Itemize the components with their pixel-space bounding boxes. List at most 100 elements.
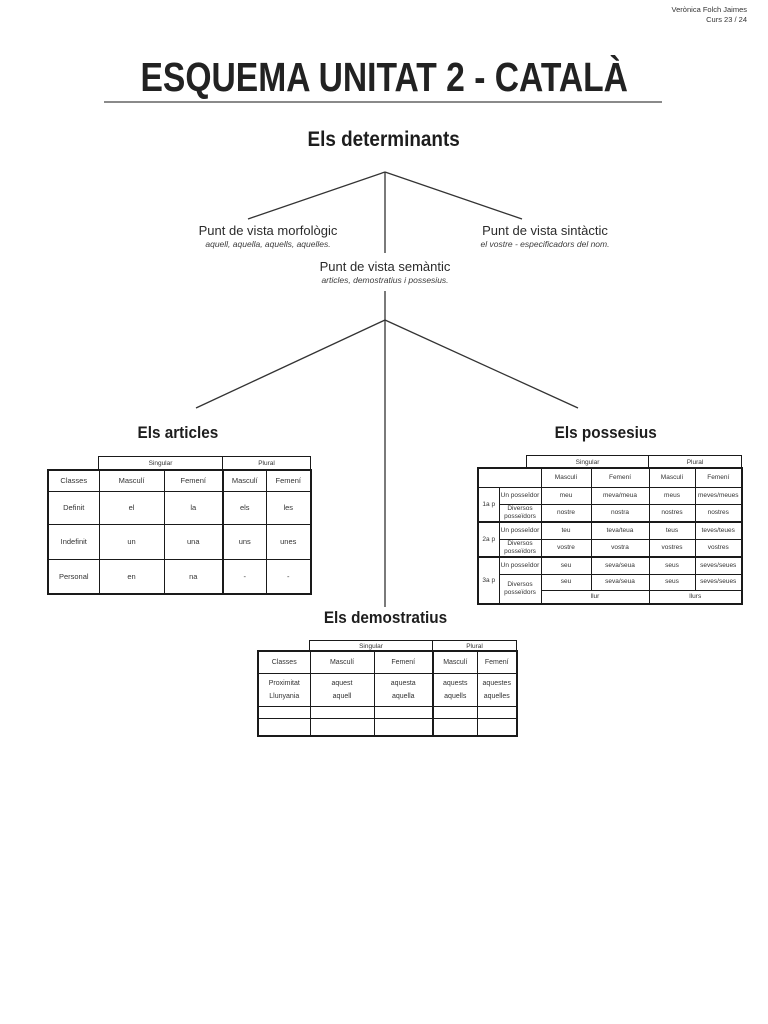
table-cell: - — [222, 558, 267, 595]
table-row: llur llurs — [478, 589, 743, 605]
page-title: ESQUEMA UNITAT 2 - CATALÀ — [0, 54, 768, 101]
empty-cell — [476, 705, 518, 719]
articles-table: Classes Masculí Femení Masculí Femení De… — [47, 469, 312, 595]
table-cell: vostra — [590, 538, 650, 558]
table-cell: seus — [648, 573, 696, 591]
column-header-masculi-plural: Masculí — [222, 469, 267, 492]
cell-line: aquell — [332, 692, 352, 700]
person-label: 2a p — [477, 521, 500, 558]
table-row: Proximitat Llunyania aquest aquell aques… — [257, 672, 518, 707]
title-underline — [104, 101, 662, 103]
empty-cell — [432, 717, 478, 737]
table-cell: meves/meues — [694, 486, 743, 505]
branch-sintactic-title: Punt de vista sintàctic — [482, 223, 608, 238]
column-header-femeni-plural: Femení — [265, 469, 312, 492]
branch-semantic-title: Punt de vista semàntic — [319, 259, 451, 274]
possessor-type-label: Un posseïdor — [498, 521, 542, 540]
cell-line: aquesta — [390, 679, 416, 687]
table-cell: unes — [265, 523, 312, 560]
column-header-masculi-plural: Masculí — [432, 650, 478, 674]
cell-line: aquests — [442, 679, 468, 687]
demostratius-title: Els demostratius — [285, 608, 485, 628]
row-label: Personal — [47, 558, 100, 595]
empty-cell — [257, 705, 311, 719]
table-cell: vostre — [540, 538, 592, 558]
table-cell: un — [98, 523, 165, 560]
empty-corner-cell — [477, 467, 542, 488]
table-cell-llurs: llurs — [648, 589, 743, 605]
table-row: Singular Plural — [309, 640, 517, 652]
branch-morfologic-subtitle: aquell, aquella, aquells, aquelles. — [205, 239, 331, 249]
table-cell: vostres — [694, 538, 743, 558]
table-cell: seu — [540, 556, 592, 575]
empty-cell — [373, 705, 434, 719]
empty-cell — [476, 717, 518, 737]
table-cell: vostres — [648, 538, 696, 558]
table-cell: seva/seua — [590, 573, 650, 591]
table-cell: en — [98, 558, 165, 595]
table-row: Diversos posseïdors vostre vostra vostre… — [478, 538, 743, 558]
page-title-text: ESQUEMA UNITAT 2 - CATALÀ — [140, 54, 628, 100]
table-row — [257, 705, 518, 719]
empty-cell — [309, 717, 375, 737]
table-cell: nostra — [590, 503, 650, 523]
possesius-title-text: Els possesius — [554, 423, 658, 442]
table-cell: teves/teues — [694, 521, 743, 540]
table-cell: aquest aquell — [309, 672, 375, 707]
table-row: Diversos posseïdors seu seva/seua seus s… — [478, 573, 743, 605]
table-cell: - — [265, 558, 312, 595]
empty-cell — [432, 705, 478, 719]
table-cell: meus — [648, 486, 696, 505]
table-cell: meva/meua — [590, 486, 650, 505]
row-label: Indefinit — [47, 523, 100, 560]
table-cell: seus — [648, 556, 696, 575]
table-row: Personal en na - - — [47, 558, 312, 595]
empty-cell — [257, 717, 311, 737]
possessor-type-label: Diversos posseïdors — [498, 538, 542, 558]
possessor-type-label: Diversos posseïdors — [498, 503, 542, 523]
table-cell: aquestes aquelles — [476, 672, 518, 707]
table-cell: nostre — [540, 503, 592, 523]
table-cell: el — [98, 490, 165, 525]
articles-title-text: Els articles — [137, 423, 219, 442]
cell-line: aquells — [444, 692, 467, 700]
column-header-masculi-plural: Masculí — [648, 467, 696, 488]
branch-morfologic-title: Punt de vista morfològic — [198, 223, 338, 238]
table-cell: teus — [648, 521, 696, 540]
column-header-masculi-singular: Masculí — [540, 467, 592, 488]
table-cell: aquests aquells — [432, 672, 478, 707]
table-row: Diversos posseïdors nostre nostra nostre… — [478, 503, 743, 523]
branch-sintactic-subtitle: el vostre - especificadors del nom. — [480, 239, 610, 249]
table-row: 2a p Un posseïdor teu teva/teua teus tev… — [477, 521, 743, 558]
branch-sintactic: Punt de vista sintàctic el vostre - espe… — [425, 223, 665, 249]
table-cell: seva/seua — [590, 556, 650, 575]
column-header-classes: Classes — [47, 469, 100, 492]
table-row: Indefinit un una uns unes — [47, 523, 312, 560]
column-header-femeni-plural: Femení — [476, 650, 518, 674]
branch-semantic: Punt de vista semàntic articles, demostr… — [265, 259, 505, 285]
cell-line: aquestes — [482, 679, 511, 687]
column-header-femeni-singular: Femení — [163, 469, 224, 492]
table-row: 3a p Un posseïdor seu seva/seua seus sev… — [477, 556, 743, 605]
table-cell: uns — [222, 523, 267, 560]
table-cell: seves/seues — [694, 573, 743, 591]
empty-cell — [309, 705, 375, 719]
table-row: 1a p Un posseïdor meu meva/meua meus mev… — [477, 486, 743, 523]
course-label: Curs 23 / 24 — [706, 14, 747, 24]
articles-title: Els articles — [78, 423, 278, 443]
branch-semantic-subtitle: articles, demostratius i possesius. — [321, 275, 449, 285]
person-label: 3a p — [477, 556, 500, 605]
column-header-masculi-singular: Masculí — [309, 650, 375, 674]
table-cell-llur: llur — [540, 589, 650, 605]
cell-line: aquest — [331, 679, 353, 687]
column-header-femeni-plural: Femení — [694, 467, 743, 488]
table-row — [257, 717, 518, 737]
cell-line: aquelles — [483, 692, 510, 700]
demostratius-title-text: Els demostratius — [323, 608, 447, 627]
label-proximitat: Proximitat — [268, 679, 300, 687]
table-header-row: Classes Masculí Femení Masculí Femení — [257, 650, 518, 674]
column-header-classes: Classes — [257, 650, 311, 674]
possesius-table: Masculí Femení Masculí Femení 1a p Un po… — [477, 467, 743, 605]
table-cell: seu — [540, 573, 592, 591]
